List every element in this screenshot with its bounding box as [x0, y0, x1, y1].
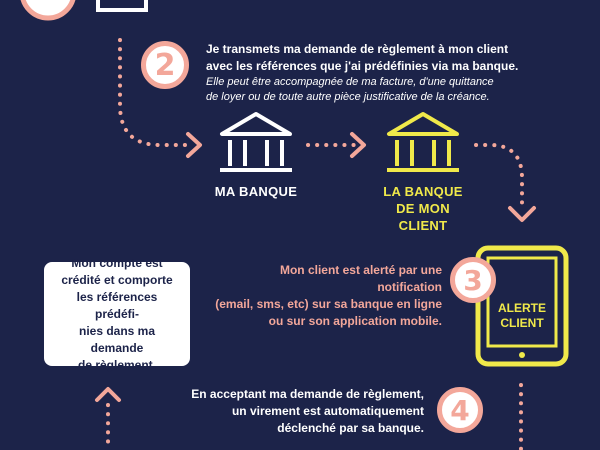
step-2-badge: 2	[141, 41, 189, 89]
step-4-text: En acceptant ma demande de règlement, un…	[191, 387, 424, 435]
arrow-head-right-2	[350, 132, 366, 158]
step-2-note: Elle peut être accompagnée de ma facture…	[206, 76, 494, 103]
arrow-head-up	[95, 387, 121, 402]
my-bank-label: MA BANQUE	[214, 184, 298, 199]
client-bank-label: LA BANQUE DE MON CLIENT	[383, 184, 463, 233]
arrow-head-right-1	[186, 132, 202, 158]
my-bank-icon	[220, 112, 292, 172]
step-3-text: Mon client est alerté par une notificati…	[215, 263, 442, 328]
step1-circle-partial	[20, 0, 76, 21]
tablet-icon	[475, 245, 569, 367]
client-bank-icon	[387, 112, 459, 172]
top-partial-icon	[96, 0, 148, 12]
connector-step1-to-bank	[118, 38, 192, 147]
connector-client-bank-to-tablet	[474, 143, 524, 207]
step-4-badge: 4	[437, 387, 483, 433]
step-2-title: Je transmets ma demande de règlement à m…	[206, 42, 519, 73]
step-3-badge: 3	[450, 257, 496, 303]
account-credited-card: Mon compte est crédité et comporte les r…	[44, 256, 190, 372]
arrow-head-down	[508, 206, 536, 222]
tablet-label: ALERTE CLIENT	[498, 301, 546, 330]
